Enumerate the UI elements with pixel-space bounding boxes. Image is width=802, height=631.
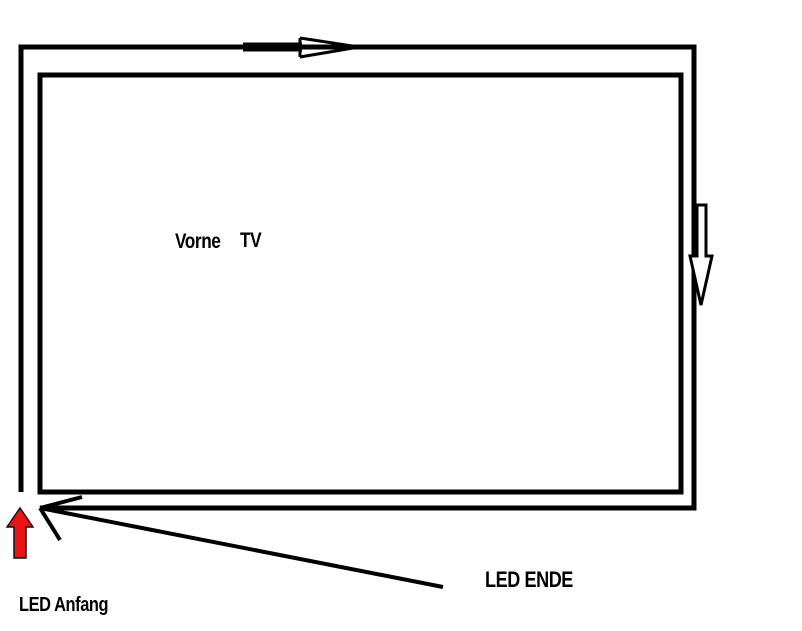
front-label: Vorne [175, 230, 221, 253]
arrow-up-icon [5, 506, 35, 559]
led-end-label: LED ENDE [485, 567, 573, 592]
arrow-right-icon [243, 36, 360, 59]
arrow-pointer-icon [38, 495, 444, 589]
tv-label: TV [240, 229, 262, 252]
led-strip-path [18, 44, 697, 511]
led-start-label: LED Anfang [19, 594, 109, 616]
tv-outline [37, 72, 684, 495]
arrow-down-icon [688, 203, 714, 306]
